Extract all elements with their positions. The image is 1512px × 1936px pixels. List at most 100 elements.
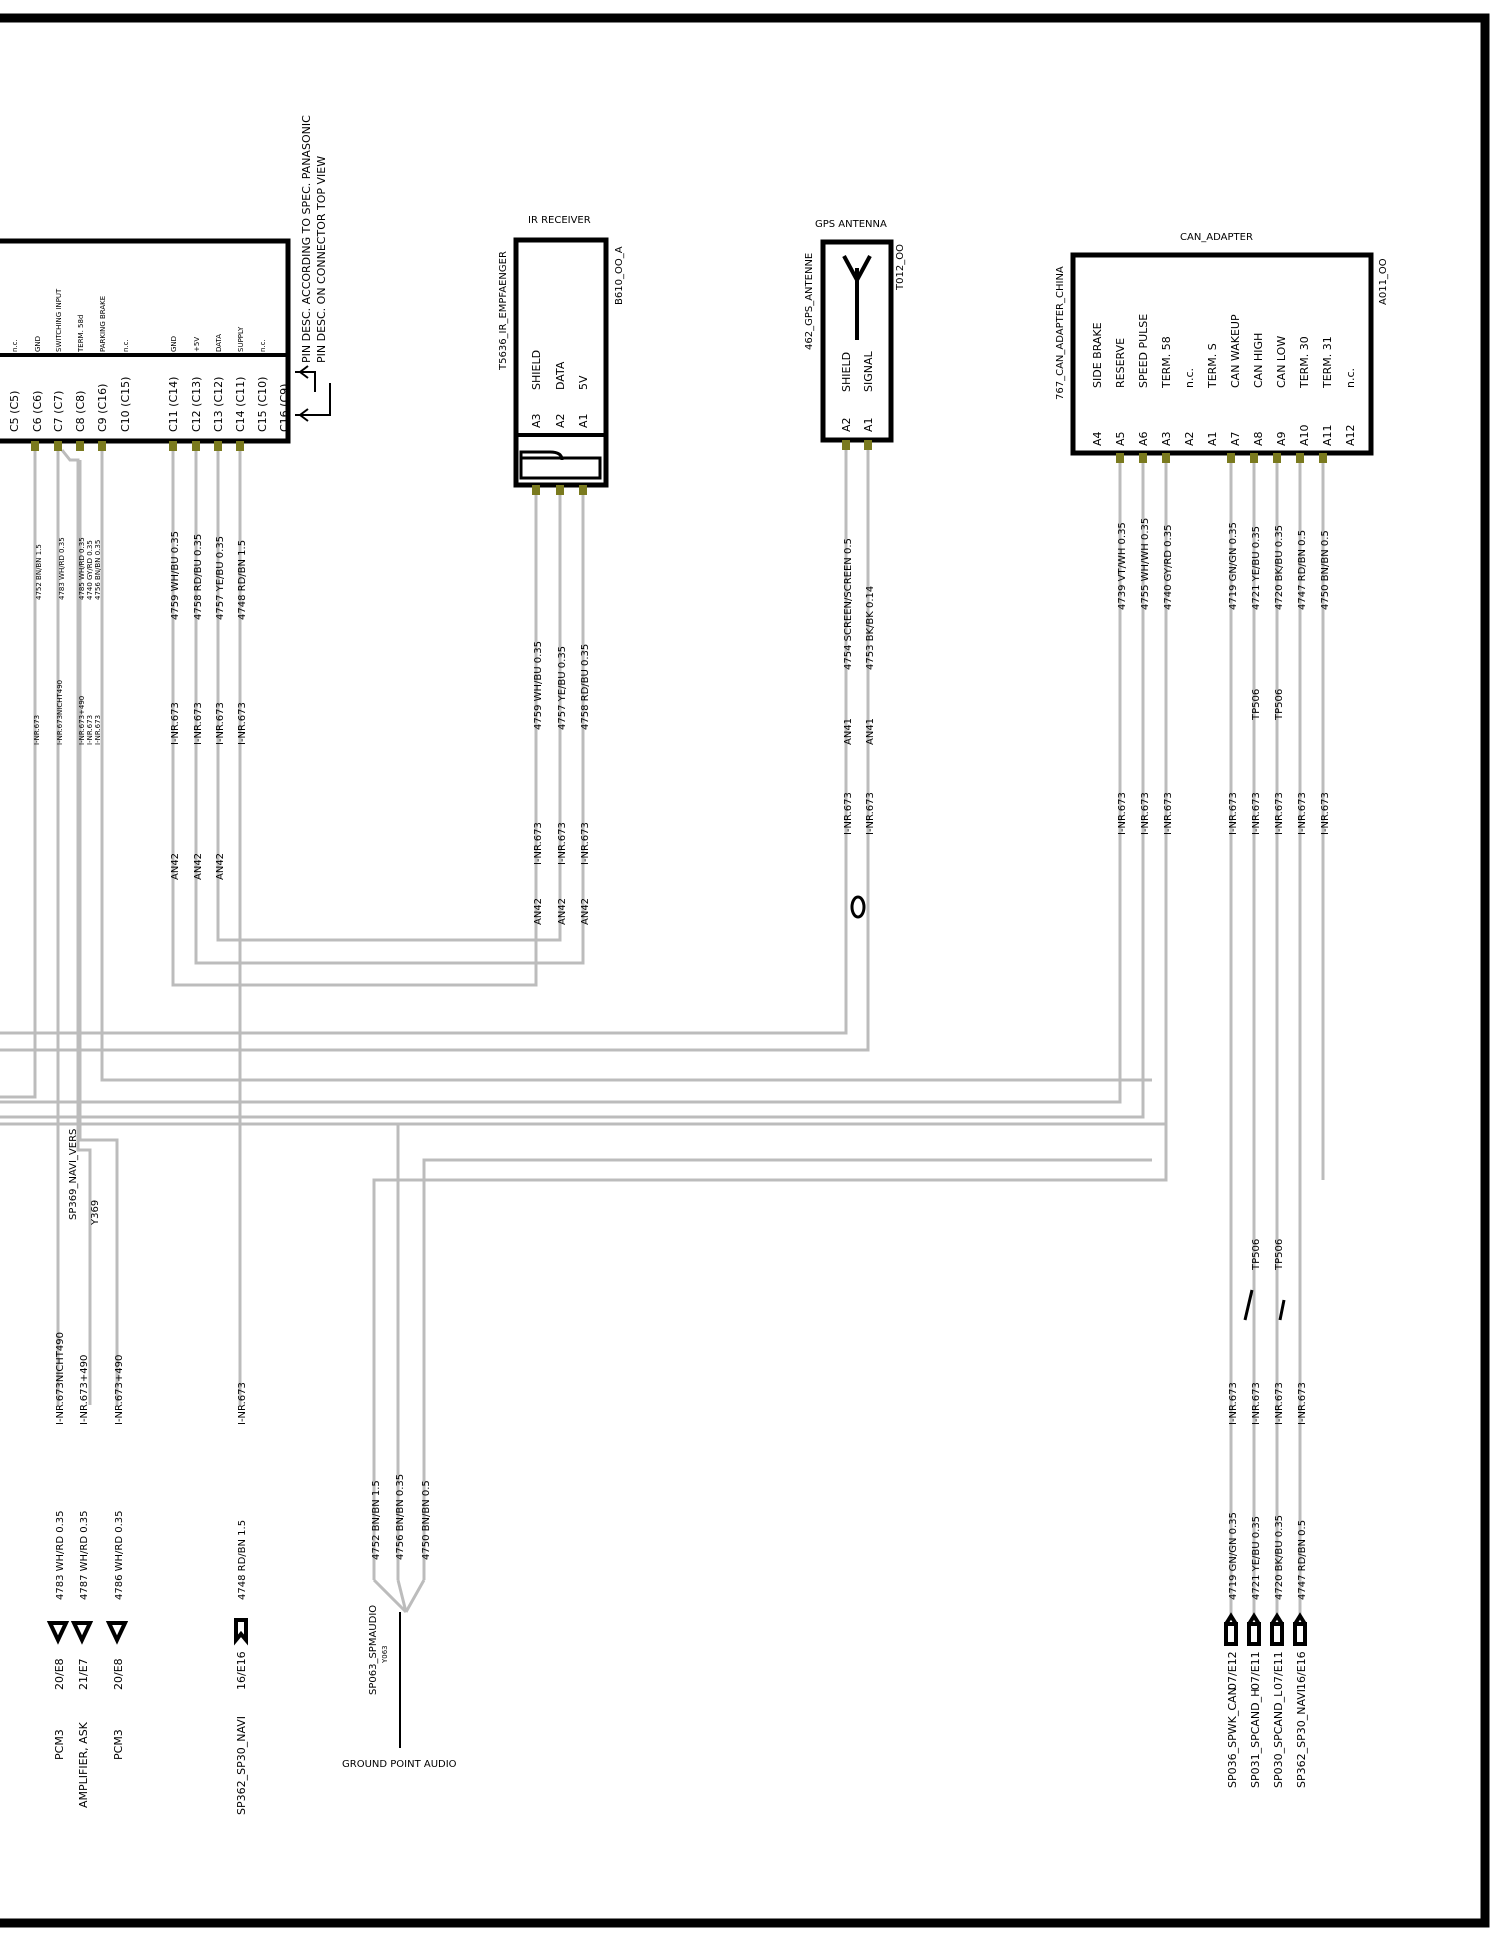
wire-label: 4720 BK/BU 0.35 — [1274, 525, 1285, 610]
pin-label: A11 — [1321, 424, 1334, 446]
inr-label: I-NR.673 — [33, 715, 41, 745]
pin-label: A3 — [530, 413, 543, 428]
pin-label: A2 — [1183, 431, 1196, 446]
terminal-arrow-icon — [1270, 1612, 1284, 1646]
pin-label: A1 — [577, 413, 590, 428]
connector-label: AN42 — [193, 853, 204, 880]
pin-label: C5 (C5) — [8, 391, 21, 432]
inr-label: I-NR.673NICHT490 — [55, 1332, 66, 1425]
ir-receiver-ref: B610_OO_A — [614, 246, 625, 305]
page-frame — [0, 13, 1490, 1928]
inr-label: I-NR.673 — [1117, 792, 1128, 835]
pin-label: C13 (C12) — [212, 377, 225, 432]
connector-label: AN42 — [170, 853, 181, 880]
wire-label: 4720 BK/BU 0.35 — [1274, 1515, 1285, 1600]
pin-label: A10 — [1298, 424, 1311, 446]
pin-label: A3 — [1160, 431, 1173, 446]
wire-label: 4759 WH/BU 0.35 — [533, 641, 544, 730]
target-name-label: PCM3 — [112, 1729, 125, 1760]
inr-label: I-NR.673NICHT490 — [56, 680, 64, 745]
pin-label: A1 — [862, 417, 875, 432]
target-name-label: AMPLIFIER, ASK — [77, 1721, 90, 1808]
ir-receiver-part: T5636_IR_EMPFAENGER — [498, 251, 509, 371]
wire-label: 4757 YE/BU 0.35 — [557, 646, 568, 730]
inr-label: I-NR.673 — [1251, 792, 1262, 835]
gps-antenna-ref: T012_OO — [895, 244, 906, 291]
wire-label: 4758 RD/BU 0.35 — [580, 644, 591, 730]
can-adapter: CAN_ADAPTER 767_CAN_ADAPTER_CHINA A011_O… — [1055, 232, 1389, 463]
inr-label: I-NR.673 — [533, 822, 544, 865]
pin-function: GND — [34, 336, 42, 352]
pin-function: CAN HIGH — [1252, 333, 1265, 388]
testpoint-label: TP506 — [1274, 1239, 1285, 1271]
pin-label: A2 — [840, 417, 853, 432]
terminal-arrow-icon — [46, 1621, 70, 1645]
inr-label: I-NR.673+490 — [78, 696, 86, 745]
target-name-label: SP031_SPCAND_H — [1249, 1689, 1262, 1788]
pin-function: PARKING BRAKE — [99, 296, 107, 352]
pin-label: C7 (C7) — [52, 391, 65, 432]
pin-marker — [169, 441, 177, 451]
wire-label: 4756 BN/BN 0.35 — [94, 540, 102, 600]
pin-label: A7 — [1229, 431, 1242, 446]
bottom-right-terminals: 07/E12SP036_SPWK_CAN07/E11SP031_SPCAND_H… — [1224, 1289, 1308, 1788]
can-adapter-title: CAN_ADAPTER — [1180, 232, 1253, 243]
pin-function: SHIELD — [530, 350, 543, 390]
inr-label: I-NR.673 — [1251, 1382, 1262, 1425]
splice-label: SP369_NAVI_VERS — [68, 1129, 79, 1220]
pin-function: SWITCHING INPUT — [55, 288, 63, 352]
pin-function: TERM. S — [1206, 343, 1219, 389]
pin-marker — [98, 441, 106, 451]
wire-label: 4756 BN/BN 0.35 — [395, 1474, 406, 1560]
inr-label: I-NR.673 — [1297, 792, 1308, 835]
pin-function: DATA — [215, 334, 223, 352]
bottom-right-ref-list: 07/E12SP036_SPWK_CAN07/E11SP031_SPCAND_H… — [1226, 1651, 1308, 1788]
pin-label: C9 (C16) — [96, 384, 109, 432]
pin-marker — [192, 441, 200, 451]
ground-code-label: Y063 — [381, 1645, 389, 1664]
pin-marker — [842, 440, 850, 450]
inr-label: I-NR.673 — [1140, 792, 1151, 835]
sheet-ref-label: 07/E11 — [1272, 1651, 1285, 1690]
wire-label: 4740 GY/RD 0.35 — [1163, 525, 1174, 610]
pin-function: SUPPLY — [237, 326, 245, 352]
pin-function: TERM. 58d — [77, 315, 85, 353]
pin-marker — [1162, 453, 1170, 463]
wire-label: 4752 BN/BN 1.5 — [35, 544, 43, 600]
pin-marker — [1319, 453, 1327, 463]
pin-marker — [1273, 453, 1281, 463]
pin-function: +5V — [193, 337, 201, 352]
pin-label: C6 (C6) — [31, 391, 44, 432]
pin-label: C12 (C13) — [190, 377, 203, 432]
pin-label: C8 (C8) — [74, 391, 87, 432]
pin-marker — [1139, 453, 1147, 463]
pin-label: A6 — [1137, 431, 1150, 446]
connector-label: AN42 — [533, 898, 544, 925]
wire-label: 4786 WH/RD 0.35 — [114, 1511, 125, 1601]
wire-label: 4739 VT/WH 0.35 — [1117, 522, 1128, 610]
inr-label: I-NR.673 — [86, 715, 94, 745]
inr-label: I-NR.673 — [1274, 792, 1285, 835]
wire-label: 4719 GN/GN 0.35 — [1228, 522, 1239, 610]
pin-marker — [214, 441, 222, 451]
target-name-label: PCM3 — [53, 1729, 66, 1760]
connector-label: AN42 — [580, 898, 591, 925]
inr-label: I-NR.673 — [170, 702, 181, 745]
pin-marker — [864, 440, 872, 450]
pin-marker — [1227, 453, 1235, 463]
pin-function: TERM. 30 — [1298, 336, 1311, 389]
can-adapter-ref: A011_OO — [1378, 258, 1389, 305]
wire-label: 4740 GY/RD 0.35 — [86, 540, 94, 600]
pin-function: n.c. — [1183, 368, 1196, 388]
inr-label: I-NR.673+490 — [79, 1355, 90, 1425]
pin-function: SPEED PULSE — [1137, 314, 1150, 388]
pin-function: SIDE BRAKE — [1091, 322, 1104, 388]
pin-marker — [54, 441, 62, 451]
wire-label: 4721 YE/BU 0.35 — [1251, 1516, 1262, 1600]
testpoint-label: TP506 — [1274, 689, 1285, 721]
pin-marker — [1116, 453, 1124, 463]
pin-label: C10 (C15) — [119, 377, 132, 432]
pin-marker — [76, 441, 84, 451]
